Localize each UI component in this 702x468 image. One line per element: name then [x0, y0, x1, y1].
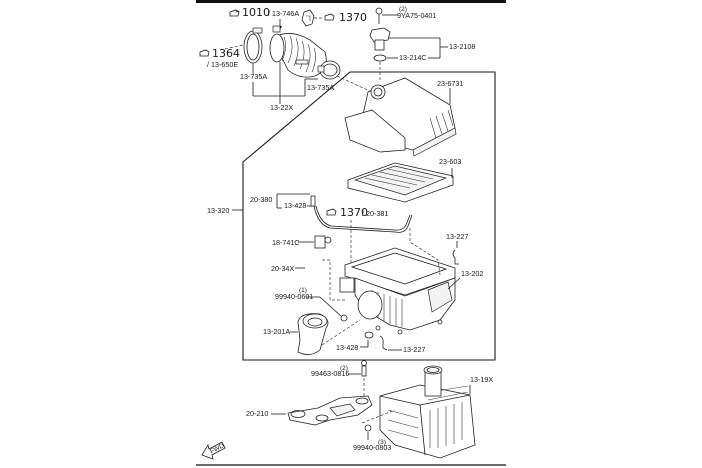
reference-1370-top[interactable]: 1370 — [324, 11, 367, 24]
part-label-13-735a[interactable]: 13-735A — [240, 72, 267, 81]
clip-part — [301, 9, 315, 27]
part-label-13-201a[interactable]: 13-201A — [263, 327, 290, 336]
part-qty: (1) — [299, 287, 307, 294]
airflow-sensor — [369, 7, 391, 80]
part-label-13-428[interactable]: 13-428 — [336, 343, 358, 352]
assembly-frame — [242, 71, 496, 361]
reference-book-icon — [326, 208, 337, 216]
reference-suffix: / 20-381 — [362, 209, 388, 218]
reference-number: 1010 — [242, 6, 270, 19]
part-label-20-210[interactable]: 20-210 — [246, 409, 268, 418]
reference-book-icon — [324, 13, 335, 21]
part-label-13-428[interactable]: 13-428 — [284, 201, 306, 210]
vacuum-hose — [310, 195, 413, 233]
reference-number: 1364 — [212, 47, 240, 60]
reference-book-icon — [199, 49, 210, 57]
part-qty: (2) — [340, 365, 348, 372]
reference-1364[interactable]: 1364 / 13-650E — [199, 47, 240, 69]
part-label-13-2108[interactable]: 13-2108 — [449, 42, 475, 51]
reference-number: 1370 — [339, 11, 367, 24]
part-label-13-19x[interactable]: 13-19X — [470, 375, 493, 384]
air-filter-element — [347, 162, 454, 203]
reference-1370-mid[interactable]: 1370 / 20-381 — [326, 206, 388, 219]
air-cleaner-cover — [344, 77, 457, 157]
part-qty: (3) — [378, 439, 386, 446]
hose-clamp-right — [317, 60, 341, 80]
part-label-99940-0803[interactable]: 99940-0803 — [353, 443, 391, 452]
part-label-99940-0601[interactable]: 99940-0601 — [275, 292, 313, 301]
part-label-23-6731[interactable]: 23-6731 — [437, 79, 463, 88]
part-label-13-227[interactable]: 13-227 — [403, 345, 425, 354]
nut-part — [340, 314, 348, 322]
intake-duct — [269, 25, 327, 78]
reference-book-icon — [229, 9, 240, 17]
reference-suffix: / 13-650E — [207, 60, 238, 69]
air-intake-duct — [297, 313, 329, 355]
part-label-23-603[interactable]: 23-603 — [439, 157, 461, 166]
hose-clamp-left — [243, 27, 263, 64]
mounting-bracket — [287, 395, 373, 426]
forward-direction-arrow-icon: FWD — [201, 441, 226, 460]
part-label-9ya75-0401[interactable]: 9YA75-0401 — [397, 11, 436, 20]
grommet-part — [364, 331, 374, 339]
clip-13-227 — [452, 249, 459, 265]
part-label-13-214c[interactable]: 13-214C — [399, 53, 427, 62]
part-label-13-735a[interactable]: 13-735A — [307, 83, 334, 92]
reference-1010[interactable]: 1010 / 13-746A — [229, 6, 299, 19]
solenoid-valve — [314, 235, 332, 249]
bolt-part — [361, 360, 367, 377]
nut-part — [364, 424, 372, 432]
part-label-20-380[interactable]: 20-380 — [250, 195, 272, 204]
part-label-13-227[interactable]: 13-227 — [446, 232, 468, 241]
part-label-20-34x[interactable]: 20-34X — [271, 264, 294, 273]
part-label-13-202[interactable]: 13-202 — [461, 269, 483, 278]
part-label-18-741c[interactable]: 18-741C — [272, 238, 300, 247]
resonator-box — [379, 365, 476, 459]
part-qty: (2) — [399, 6, 407, 13]
part-label-13-320[interactable]: 13-320 — [207, 206, 229, 215]
clip-13-227-bottom — [379, 335, 388, 351]
reference-suffix: / 13-746A — [268, 9, 299, 18]
air-cleaner-housing — [339, 247, 456, 335]
part-label-99463-0816[interactable]: 99463-0816 — [311, 369, 349, 378]
part-label-13-22x[interactable]: 13-22X — [270, 103, 293, 112]
reference-number: 1370 — [340, 206, 368, 219]
top-rule — [196, 0, 506, 3]
